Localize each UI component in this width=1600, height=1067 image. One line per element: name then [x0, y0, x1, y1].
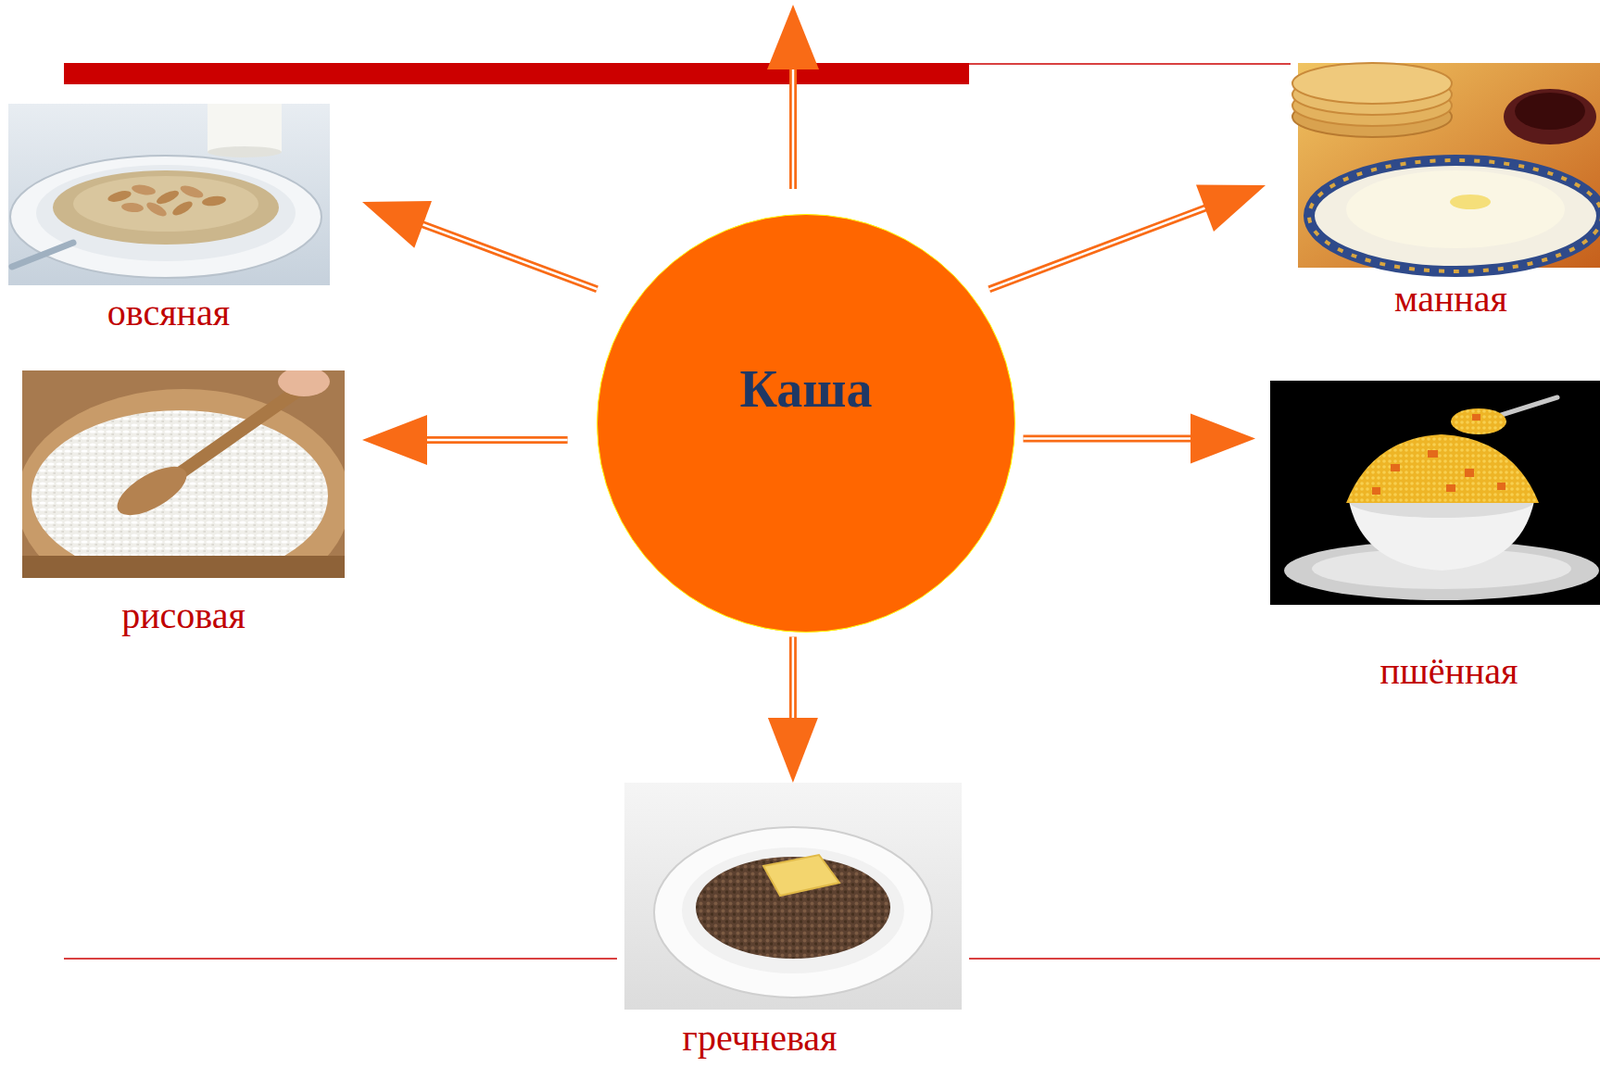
oatmeal-picture-part: [201, 194, 227, 208]
red-rule-part: [969, 957, 1600, 960]
millet-picture-part: [1450, 408, 1507, 435]
rice-picture-part-part: [277, 370, 330, 397]
millet-picture-part: [1427, 450, 1438, 458]
oatmeal-picture-part: [106, 188, 133, 204]
arrow-connector: [1022, 413, 1256, 464]
porridge-card: пшённая: [1270, 380, 1600, 693]
arrow-shaft: [421, 224, 598, 290]
oatmeal-picture-part: [207, 103, 282, 152]
porridge-name: рисовая: [121, 595, 246, 637]
porridge-name: гречневая: [682, 1018, 838, 1059]
arrow-shaft-inner: [425, 439, 568, 442]
semolina-picture-part: [1514, 92, 1586, 130]
red-rule-part: [969, 62, 1291, 65]
arrow-connector: [362, 415, 568, 466]
up-arrow-part: [767, 4, 819, 70]
buckwheat-picture: [624, 782, 962, 1010]
buckwheat-picture-part: [624, 782, 962, 1010]
millet-picture-part: [1270, 380, 1600, 605]
rice-picture-part-part: [110, 456, 195, 525]
arrow-connector: [989, 184, 1266, 290]
text-holder: манная: [1394, 278, 1508, 320]
buckwheat-picture-part: [681, 847, 905, 974]
text-holder: рисовая: [121, 595, 246, 637]
oatmeal-picture: [8, 103, 330, 286]
millet-picture-part: [1497, 482, 1506, 491]
millet-picture-part: [1372, 487, 1381, 495]
arrow-connector: [362, 201, 597, 290]
porridge-card: гречневая: [624, 782, 962, 1059]
oatmeal-picture-part: [144, 200, 169, 220]
millet-picture-part: [1390, 464, 1400, 472]
arrow-shaft-inner: [421, 224, 598, 290]
arrow-head: [362, 201, 432, 249]
arrow-shaft: [989, 207, 1208, 290]
oatmeal-picture-part: [8, 103, 330, 286]
semolina-picture-part: [1309, 160, 1600, 272]
oatmeal-picture-part: [170, 199, 195, 219]
porridge-card: рисовая: [22, 370, 345, 637]
oatmeal-picture-part: [154, 188, 181, 207]
millet-picture-part: [1446, 484, 1456, 492]
rice-picture: [16, 366, 351, 612]
buckwheat-picture-part: [763, 855, 840, 896]
millet-picture-part: [1346, 434, 1539, 504]
oatmeal-picture-part: [52, 170, 279, 245]
red-rule-part: [63, 62, 970, 85]
semolina-picture-part: [1292, 62, 1452, 104]
semolina-picture-part: [1309, 160, 1600, 272]
semolina-picture-part: [1346, 170, 1565, 249]
arrow-shaft-inner: [989, 207, 1208, 290]
text-holder: гречневая: [682, 1018, 838, 1059]
porridge-name: манная: [1394, 278, 1508, 320]
arrow-head: [768, 718, 819, 783]
rice-picture-part-part: [170, 389, 301, 480]
oatmeal-picture-part: [130, 183, 156, 197]
arrow-shaft-inner: [1022, 437, 1193, 441]
center-title: Каша: [597, 361, 1015, 419]
millet-picture-part: [1464, 468, 1475, 478]
rice-picture-part-part: [22, 555, 345, 579]
up-arrow: [767, 4, 819, 189]
arrow-shaft: [425, 436, 568, 444]
arrow-head: [362, 415, 428, 466]
porridge-name: овсяная: [107, 292, 230, 334]
arrow-head: [1190, 413, 1256, 464]
oatmeal-picture-part: [207, 146, 282, 158]
up-arrow-part: [792, 67, 795, 189]
porridge-card: овсяная: [8, 103, 330, 334]
oatmeal-picture-part: [12, 242, 74, 267]
arrow-shaft: [789, 637, 797, 720]
oatmeal-picture-part: [10, 155, 322, 278]
arrow-shaft-inner: [792, 637, 795, 720]
buckwheat-picture-part: [654, 827, 933, 998]
porridge-name: пшённая: [1380, 651, 1519, 693]
oatmeal-picture-part: [73, 176, 259, 232]
semolina-picture-part: [1449, 194, 1491, 210]
rice-picture-part: [22, 370, 345, 579]
rice-picture-part-part: [31, 410, 328, 579]
oatmeal-picture-part: [178, 183, 205, 201]
arrow-head: [1196, 184, 1266, 232]
center-circle: Каша: [596, 214, 1016, 633]
red-rule-part: [63, 957, 618, 960]
rice-picture-part-part: [22, 389, 345, 579]
oatmeal-picture-part: [36, 164, 296, 262]
oatmeal-picture-part: [121, 201, 145, 214]
text-holder: Каша: [597, 361, 1015, 419]
millet-picture-part: [1472, 414, 1481, 421]
arrow-shaft: [1022, 434, 1193, 442]
porridge-card: манная: [1297, 62, 1600, 320]
millet-picture: [1270, 380, 1600, 605]
arrow-connector: [768, 637, 819, 783]
semolina-picture: [1292, 62, 1600, 272]
up-arrow-part: [789, 67, 797, 189]
semolina-picture-part: [1503, 88, 1597, 145]
text-holder: пшённая: [1380, 651, 1519, 693]
text-holder: овсяная: [107, 292, 230, 334]
